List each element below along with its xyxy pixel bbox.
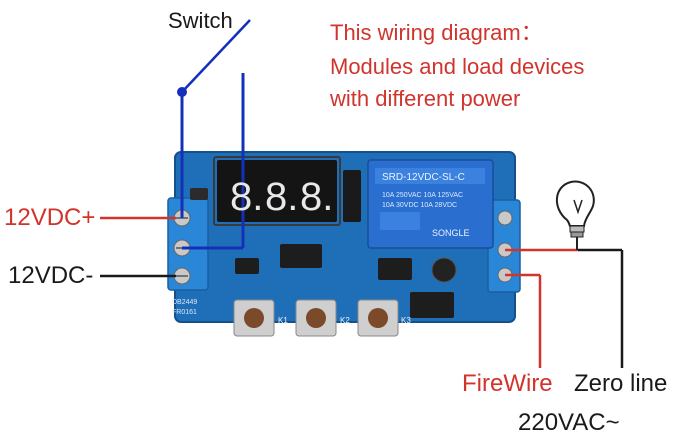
seven-segment-display (213, 156, 341, 226)
ic-chips (190, 188, 457, 318)
relay-rating-2: 10A 30VDC 10A 28VDC (382, 202, 457, 209)
button-k1-label: K1 (278, 316, 288, 325)
display-digit-3: 8. (300, 175, 333, 219)
zero-line-wiring (578, 248, 624, 368)
firewire-wiring (505, 248, 578, 368)
caption-line-2: Modules and load devices (330, 54, 585, 79)
relay-rating-1: 10A 250VAC 10A 125VAC (382, 192, 463, 199)
zero-line-label: Zero line (574, 370, 668, 397)
silk-text-2: FR0161 (172, 309, 197, 316)
relay-model-label: SRD-12VDC-SL-C (382, 172, 465, 183)
bulb-icon (556, 180, 595, 250)
left-terminal-block (167, 197, 209, 291)
button-k3-label: K3 (401, 316, 411, 325)
jumper-header (343, 170, 361, 222)
firewire-label: FireWire (462, 370, 553, 397)
button-k2[interactable] (295, 299, 337, 337)
button-k3[interactable] (357, 299, 399, 337)
switch-label: Switch (168, 8, 233, 33)
switch-wiring (177, 19, 251, 250)
right-terminal-block (487, 199, 521, 293)
vdc-minus-label: 12VDC- (8, 262, 94, 289)
buttons-row (233, 299, 399, 337)
display-digit-2: 8. (265, 175, 298, 219)
button-k1[interactable] (233, 299, 275, 337)
silk-text-1: DB2449 (172, 299, 197, 306)
vdc-plus-label: 12VDC+ (4, 204, 96, 231)
caption-line-1: This wiring diagram： (330, 20, 543, 45)
caption-line-3: with different power (330, 86, 521, 111)
button-k2-label: K2 (340, 316, 350, 325)
display-digit-1: 8. (230, 175, 263, 219)
relay (367, 159, 494, 249)
ac-voltage-label: 220VAC~ (518, 409, 620, 436)
relay-brand-label: SONGLE (432, 228, 470, 238)
